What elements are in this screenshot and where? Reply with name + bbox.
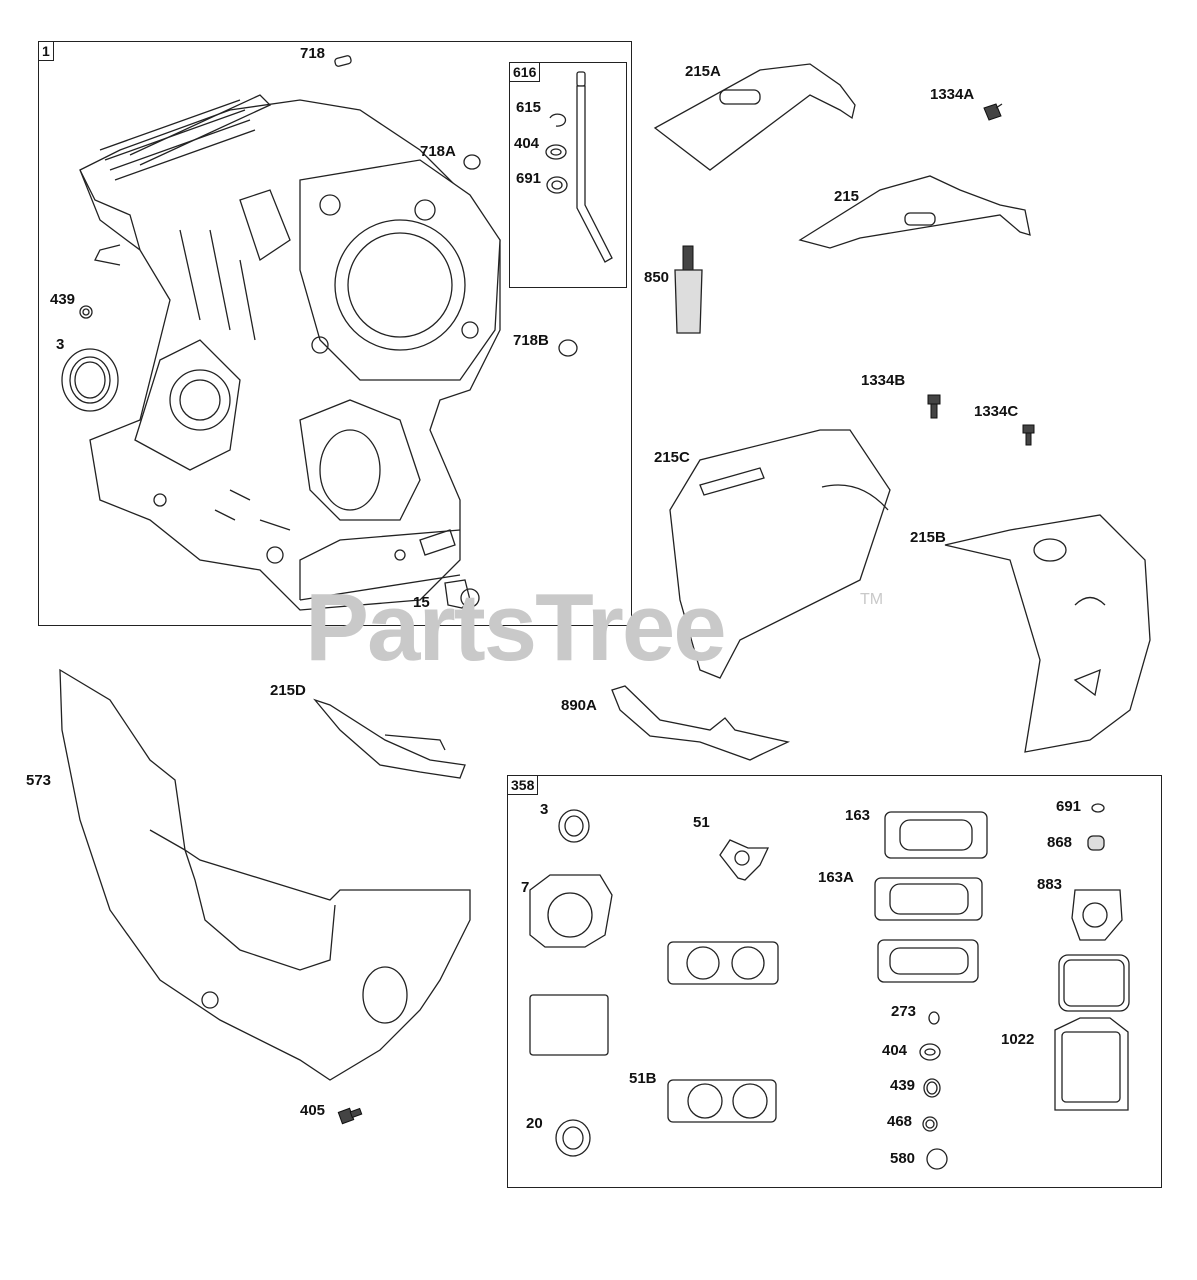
- part-label[interactable]: 850: [644, 269, 670, 286]
- dipstick-group-frame: [509, 62, 627, 288]
- watermark-trademark: TM: [860, 591, 884, 608]
- shroud-215b: [944, 514, 1151, 753]
- group-tag-engine-block: 1: [38, 41, 54, 61]
- gasket-set-drawings: [529, 803, 1130, 1170]
- part-label[interactable]: 404: [882, 1042, 908, 1059]
- part-label[interactable]: 51: [693, 814, 710, 831]
- dipstick-drawing: [545, 71, 613, 263]
- part-label[interactable]: 1334A: [930, 86, 975, 103]
- part-label[interactable]: 215C: [654, 449, 690, 466]
- part-label[interactable]: 163: [845, 807, 871, 824]
- part-label[interactable]: 439: [890, 1077, 916, 1094]
- part-label[interactable]: 439: [50, 291, 76, 308]
- part-label[interactable]: 468: [887, 1113, 913, 1130]
- part-label[interactable]: 1334B: [861, 372, 906, 389]
- part-label[interactable]: 273: [891, 1003, 917, 1020]
- cover-215: [798, 175, 1031, 249]
- part-label[interactable]: 215: [834, 188, 860, 205]
- sealant-tube-850: [674, 245, 703, 334]
- bolt-1334b: [927, 394, 941, 419]
- bracket-215d: [313, 698, 466, 779]
- part-label[interactable]: 718B: [513, 332, 549, 349]
- part-label[interactable]: 580: [890, 1150, 916, 1167]
- part-label[interactable]: 883: [1037, 876, 1063, 893]
- part-label[interactable]: 691: [1056, 798, 1082, 815]
- part-label[interactable]: 215D: [270, 682, 306, 699]
- part-label[interactable]: 51B: [629, 1070, 657, 1087]
- watermark: PartsTree: [305, 574, 727, 681]
- part-label[interactable]: 3: [540, 801, 549, 818]
- engine-block-drawing: [79, 94, 501, 611]
- group-tag-dipstick: 616: [509, 62, 541, 82]
- part-label[interactable]: 1334C: [974, 403, 1019, 420]
- bolt-1334c: [1022, 424, 1035, 446]
- part-label[interactable]: 890A: [561, 697, 597, 714]
- part-label[interactable]: 15: [413, 594, 430, 611]
- bracket-890a: [611, 685, 791, 761]
- part-label[interactable]: 405: [300, 1102, 326, 1119]
- bolt-1334a: [983, 103, 1003, 121]
- part-label[interactable]: 404: [514, 135, 540, 152]
- bolt-405: [337, 1107, 363, 1125]
- part-label[interactable]: 868: [1047, 834, 1073, 851]
- part-label[interactable]: 3: [56, 336, 65, 353]
- part-label[interactable]: 718: [300, 45, 326, 62]
- part-label[interactable]: 7: [521, 879, 530, 896]
- part-label[interactable]: 691: [516, 170, 542, 187]
- part-label[interactable]: 20: [526, 1115, 543, 1132]
- part-label[interactable]: 215A: [685, 63, 721, 80]
- engine-block-group-frame: [38, 41, 632, 626]
- plate-573: [59, 668, 471, 1081]
- part-label[interactable]: 1022: [1001, 1031, 1035, 1048]
- small-parts-group1: [61, 55, 578, 609]
- part-label[interactable]: 718A: [420, 143, 456, 160]
- gasket-set-group-frame: [507, 775, 1162, 1188]
- part-label[interactable]: 163A: [818, 869, 854, 886]
- part-label[interactable]: 215B: [910, 529, 946, 546]
- group-tag-gasket-set: 358: [507, 775, 539, 795]
- part-label[interactable]: 573: [26, 772, 52, 789]
- shroud-215c: [669, 429, 891, 679]
- part-label[interactable]: 615: [516, 99, 542, 116]
- cover-215a: [653, 63, 856, 171]
